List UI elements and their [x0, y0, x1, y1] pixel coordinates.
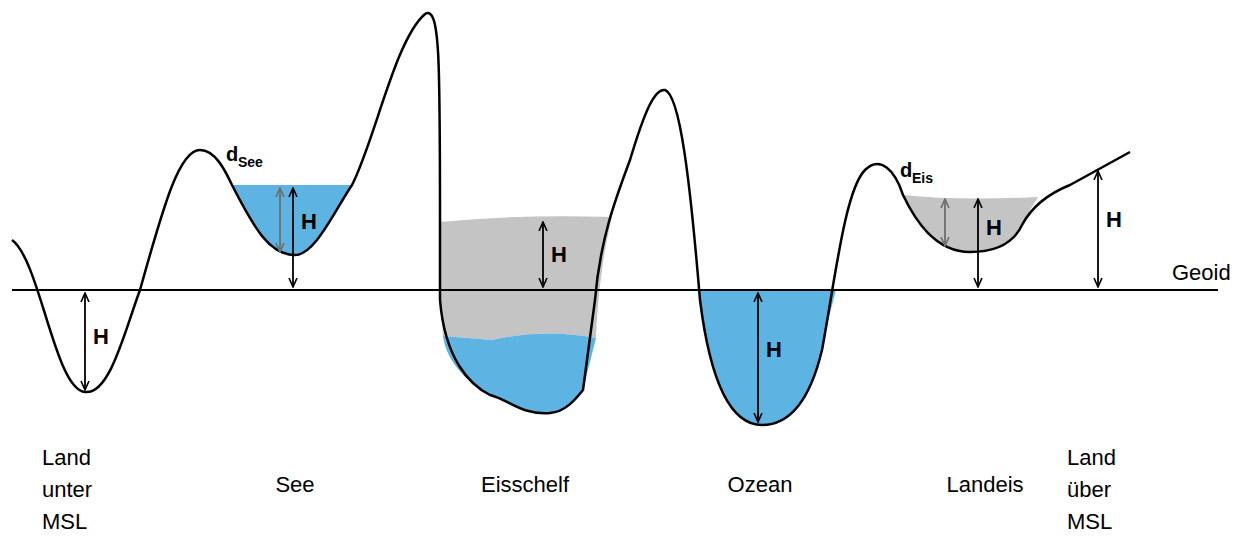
depth-symbol: d	[226, 144, 238, 164]
ice-shelf-ice	[440, 216, 612, 340]
height-arrow	[542, 222, 544, 287]
region-label: See	[275, 474, 314, 496]
height-arrow	[977, 199, 979, 287]
height-arrow	[292, 188, 294, 287]
height-arrow	[1097, 171, 1099, 287]
depth-arrow	[279, 188, 281, 252]
region-label: Landeis	[946, 474, 1023, 496]
height-label: H	[551, 244, 567, 266]
height-arrow	[757, 293, 759, 422]
geoid-label: Geoid	[1172, 262, 1231, 284]
height-arrow	[84, 293, 86, 390]
depth-symbol: d	[900, 160, 912, 180]
region-label: Land über MSL	[1067, 442, 1147, 538]
region-label: Ozean	[728, 474, 793, 496]
depth-arrow	[944, 199, 946, 246]
height-label: H	[766, 339, 782, 361]
ocean-water	[698, 290, 836, 425]
height-label: H	[1106, 209, 1122, 231]
height-label: H	[986, 217, 1002, 239]
terrain-line	[12, 13, 1130, 425]
depth-subscript: See	[238, 155, 263, 169]
geoid-line	[12, 289, 1218, 291]
depth-subscript: Eis	[912, 171, 933, 185]
height-label: H	[93, 326, 109, 348]
land-ice	[903, 195, 1038, 252]
region-label: Eisschelf	[481, 474, 569, 496]
height-label: H	[301, 211, 317, 233]
region-label: Land unter MSL	[42, 442, 122, 538]
